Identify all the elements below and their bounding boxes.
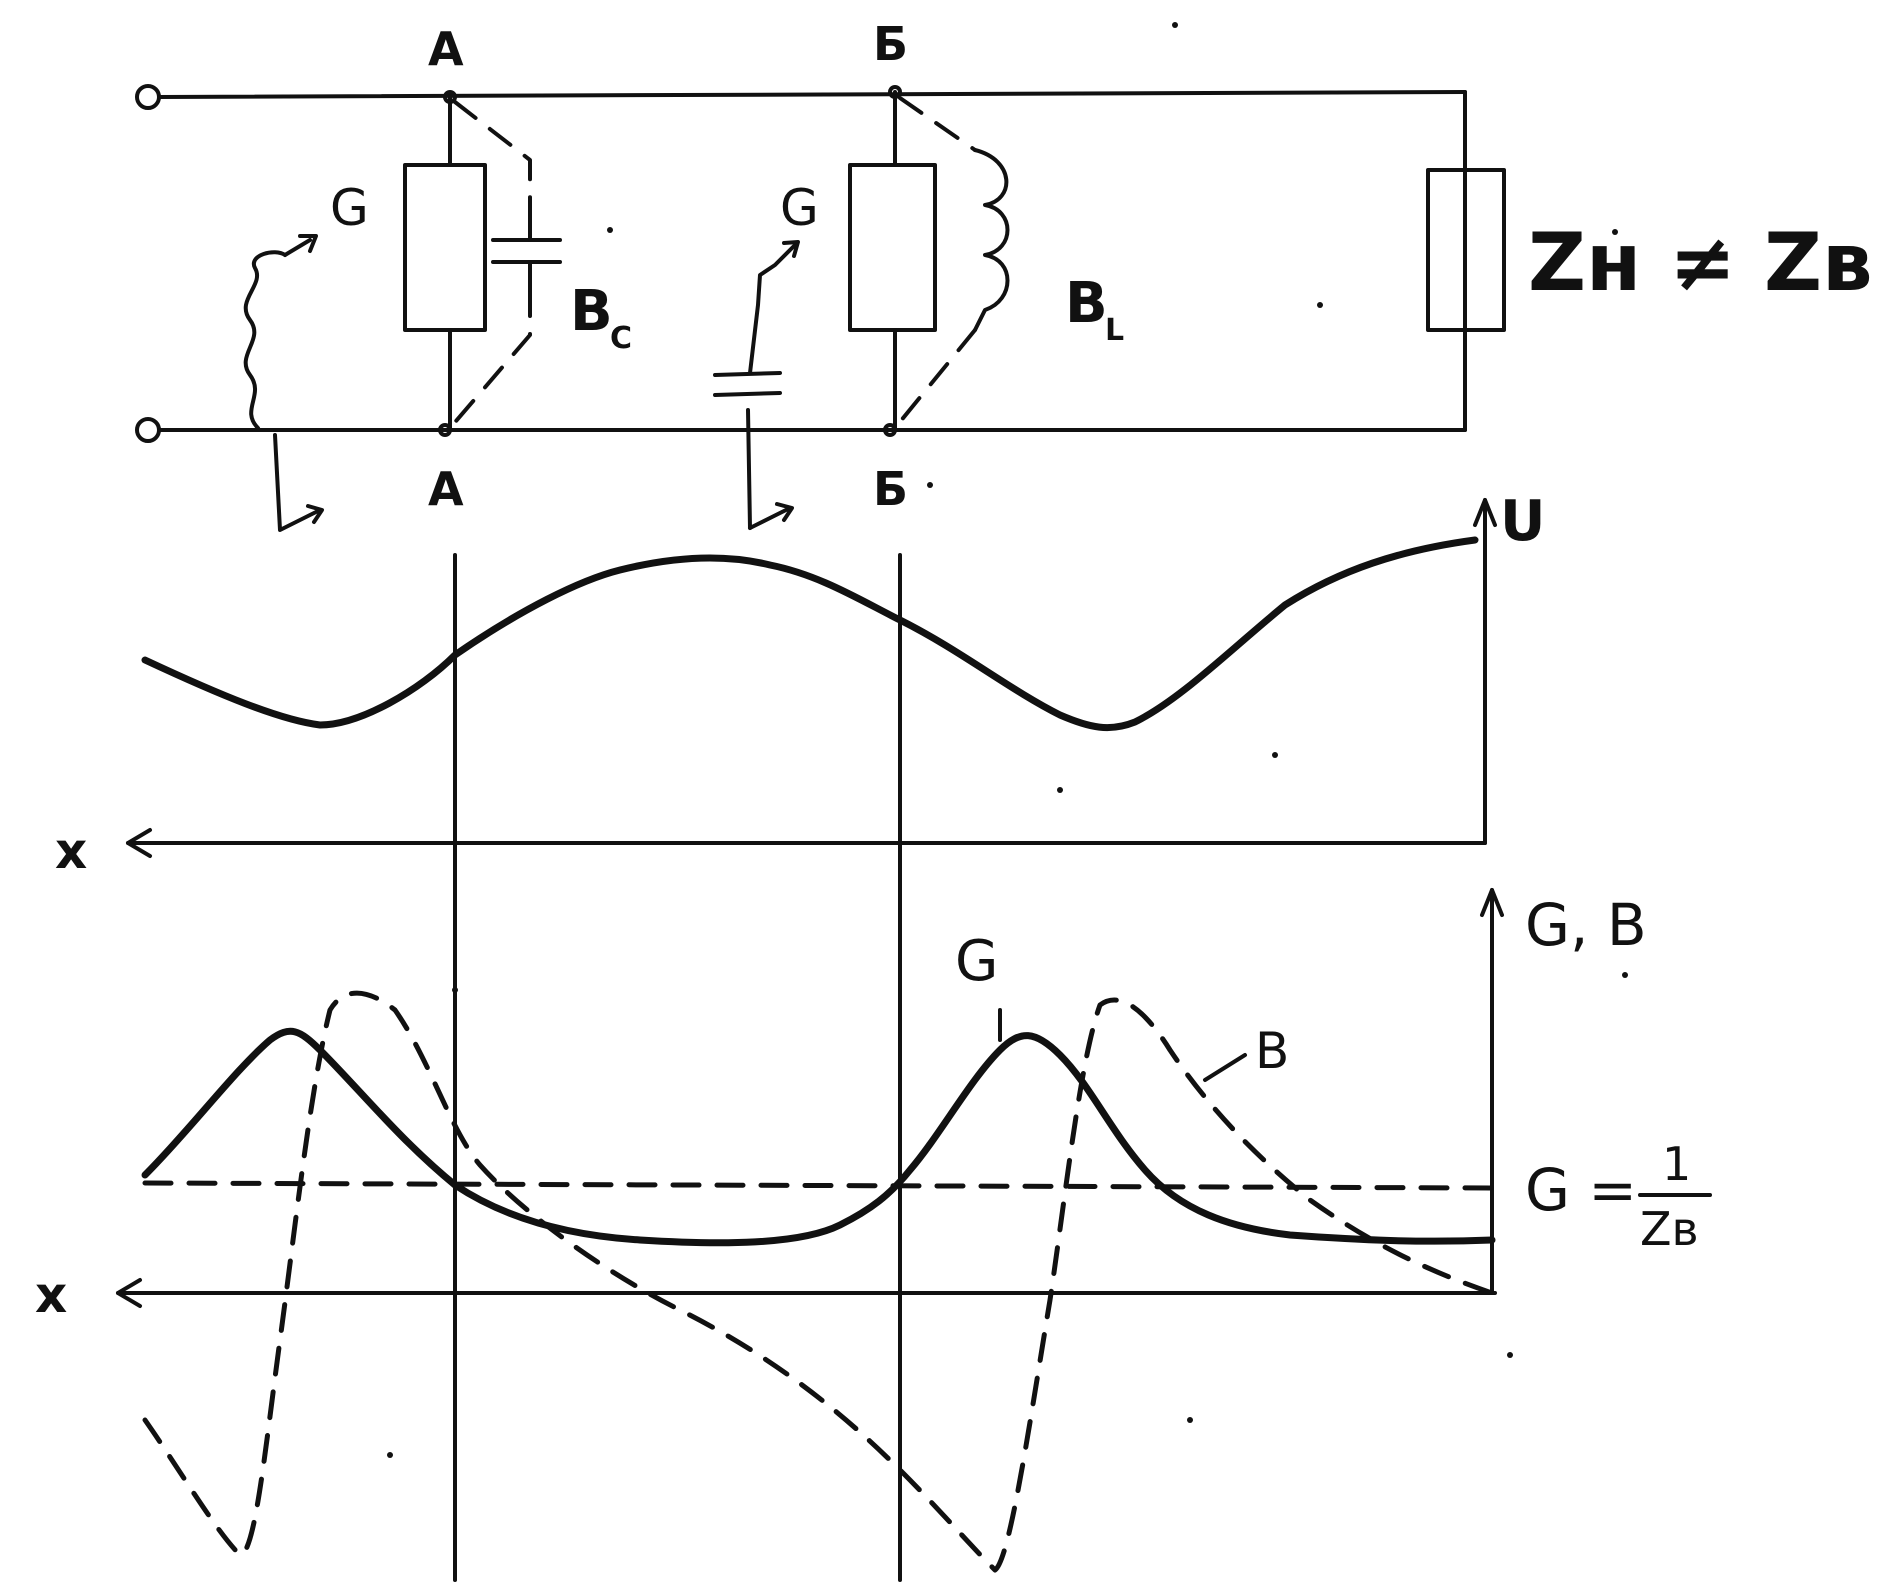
bl-label: B — [1065, 271, 1108, 336]
scan-speckles — [387, 22, 1628, 1458]
reference-line-g-equals-1-over-zv — [142, 1180, 1495, 1191]
inductor-bl-dashed — [898, 96, 977, 152]
conductance-g-left — [243, 234, 324, 532]
bl-label-subscript: L — [1105, 313, 1124, 348]
node-a-bottom-label: А — [428, 462, 464, 516]
g-label-left: G — [330, 179, 369, 237]
section-a-resistor-branch — [403, 90, 562, 437]
node-b-top-dot — [888, 85, 902, 99]
node-b-bottom-dot — [883, 423, 897, 437]
bc-label-subscript: C — [610, 321, 632, 356]
node-a-top-dot — [443, 90, 457, 104]
reference-formula-numerator: 1 — [1662, 1137, 1691, 1191]
node-b-top-label: Б — [873, 17, 908, 71]
curve-g-label: G — [955, 929, 998, 994]
voltage-axis-x-label: x — [55, 822, 87, 880]
curve-b-leader — [1203, 1053, 1247, 1082]
load-label: Zн ≠ Zв — [1528, 216, 1873, 309]
node-a-top-label: А — [428, 22, 464, 76]
capacitor-series-plate-2 — [713, 371, 782, 377]
admittance-plot-y-arrow — [1480, 888, 1504, 917]
admittance-plot: G, B G B G = 1 Zв x — [35, 888, 1712, 1573]
admittance-axis-y-label: G, B — [1525, 891, 1647, 959]
admittance-plot-x-arrow — [116, 1278, 142, 1308]
admittance-axis-x-label: x — [35, 1266, 67, 1324]
input-terminal-bottom — [135, 417, 161, 443]
top-rail — [157, 90, 1467, 99]
resistor-b — [848, 163, 937, 332]
curve-g — [141, 1027, 1496, 1247]
conductance-g-right — [713, 240, 800, 530]
node-a-bottom-dot — [438, 423, 452, 437]
reference-formula-lhs: G = — [1525, 1156, 1637, 1224]
curve-b — [142, 990, 1495, 1573]
load-impedance — [1426, 168, 1506, 332]
voltage-plot-y-arrow — [1473, 498, 1497, 527]
voltage-curve — [141, 536, 1479, 732]
inductor-bl-coil — [973, 148, 1010, 332]
section-b-resistor-branch — [848, 85, 1010, 437]
g-label-right: G — [780, 179, 819, 237]
capacitor-series-plate-1 — [713, 391, 782, 397]
reference-formula: G = 1 Zв — [1525, 1137, 1712, 1256]
input-terminal-top — [135, 84, 161, 110]
bc-label: B — [570, 279, 613, 344]
reference-formula-denominator: Zв — [1640, 1202, 1699, 1256]
resistor-a — [403, 163, 487, 332]
curve-b-label: B — [1255, 1022, 1289, 1080]
capacitor-bc-dashed — [448, 100, 532, 430]
voltage-axis-y-label: U — [1500, 489, 1545, 554]
voltage-plot: U x — [55, 489, 1545, 880]
circuit-schematic: А А Б Б G G B C B L Zн ≠ Zв — [135, 17, 1873, 532]
node-b-bottom-label: Б — [873, 462, 908, 516]
voltage-plot-x-arrow — [126, 828, 152, 858]
